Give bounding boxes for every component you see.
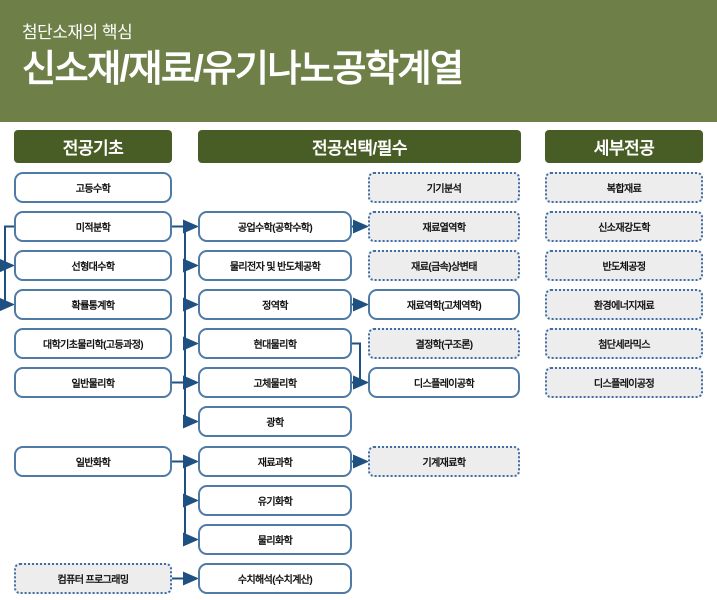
- course-box-comp_prog: 컴퓨터 프로그래밍: [14, 563, 172, 594]
- edge-gen_chem-to-physical_chem: [172, 460, 199, 547]
- course-box-ceramics: 첨단세라믹스: [545, 328, 703, 359]
- edge-calculus-to-phys_electronics: [172, 225, 199, 273]
- course-box-eng_math: 공업수학(공학수학): [198, 211, 352, 242]
- course-box-solid_physics: 고체물리학: [198, 367, 352, 398]
- hero-subtitle: 첨단소재의 핵심: [22, 23, 133, 42]
- course-box-calculus: 미적분학: [14, 211, 172, 242]
- course-box-gen_physics: 일반물리학: [14, 367, 172, 398]
- course-box-statics: 정역학: [198, 289, 352, 320]
- column-header-electives: 전공선택/필수: [198, 130, 521, 163]
- course-box-strength: 신소재강도학: [545, 211, 703, 242]
- course-box-materials_science: 재료과학: [198, 446, 352, 477]
- course-box-crystallography: 결정학(구조론): [368, 328, 520, 359]
- course-box-composites: 복합재료: [545, 172, 703, 203]
- course-box-materials_thermo: 재료열역학: [368, 211, 520, 242]
- course-box-physical_chem: 물리화학: [198, 524, 352, 555]
- course-box-phase_transformation: 재료(금속)상변태: [368, 250, 520, 281]
- course-box-mech_materials: 기계재료학: [368, 446, 520, 477]
- course-box-numerical_analysis: 수치해석(수치계산): [198, 563, 352, 594]
- course-box-env_energy: 환경에너지재료: [545, 289, 703, 320]
- edge-calculus-to-linear_algebra: [0, 225, 15, 273]
- edge-calculus-to-modern_physics: [172, 225, 199, 351]
- course-box-modern_physics: 현대물리학: [198, 328, 352, 359]
- edge-calculus-to-statics: [172, 225, 199, 312]
- course-box-phys_electronics: 물리전자 및 반도체공학: [198, 250, 352, 281]
- course-box-prob_stats: 확률통계학: [14, 289, 172, 320]
- course-box-mechanics_materials: 재료역학(고체역학): [368, 289, 520, 320]
- edge-modern_physics-to-display_eng: [352, 342, 369, 390]
- column-header-basics: 전공기초: [14, 130, 172, 163]
- course-box-organic_chem: 유기화학: [198, 485, 352, 516]
- edge-calculus-to-solid_physics: [172, 225, 199, 390]
- course-box-gen_chem: 일반화학: [14, 446, 172, 477]
- column-header-specialties: 세부전공: [545, 130, 703, 163]
- course-box-linear_algebra: 선형대수학: [14, 250, 172, 281]
- page-title: 신소재/재료/유기나노공학계열: [22, 47, 464, 89]
- course-box-instrumental_analysis: 기기분석: [368, 172, 520, 203]
- course-box-display_eng: 디스플레이공학: [368, 367, 520, 398]
- edge-calculus-to-optics: [172, 225, 199, 429]
- course-box-semiconductor_process: 반도체공정: [545, 250, 703, 281]
- course-box-adv_math: 고등수학: [14, 172, 172, 203]
- hero-banner: 첨단소재의 핵심 신소재/재료/유기나노공학계열: [0, 0, 717, 122]
- edge-gen_chem-to-organic_chem: [172, 460, 199, 508]
- course-box-univ_basic_physics: 대학기초물리학(고등과정): [14, 328, 172, 359]
- course-box-optics: 광학: [198, 406, 352, 437]
- edge-calculus-to-prob_stats: [0, 225, 15, 312]
- course-box-display_process: 디스플레이공정: [545, 367, 703, 398]
